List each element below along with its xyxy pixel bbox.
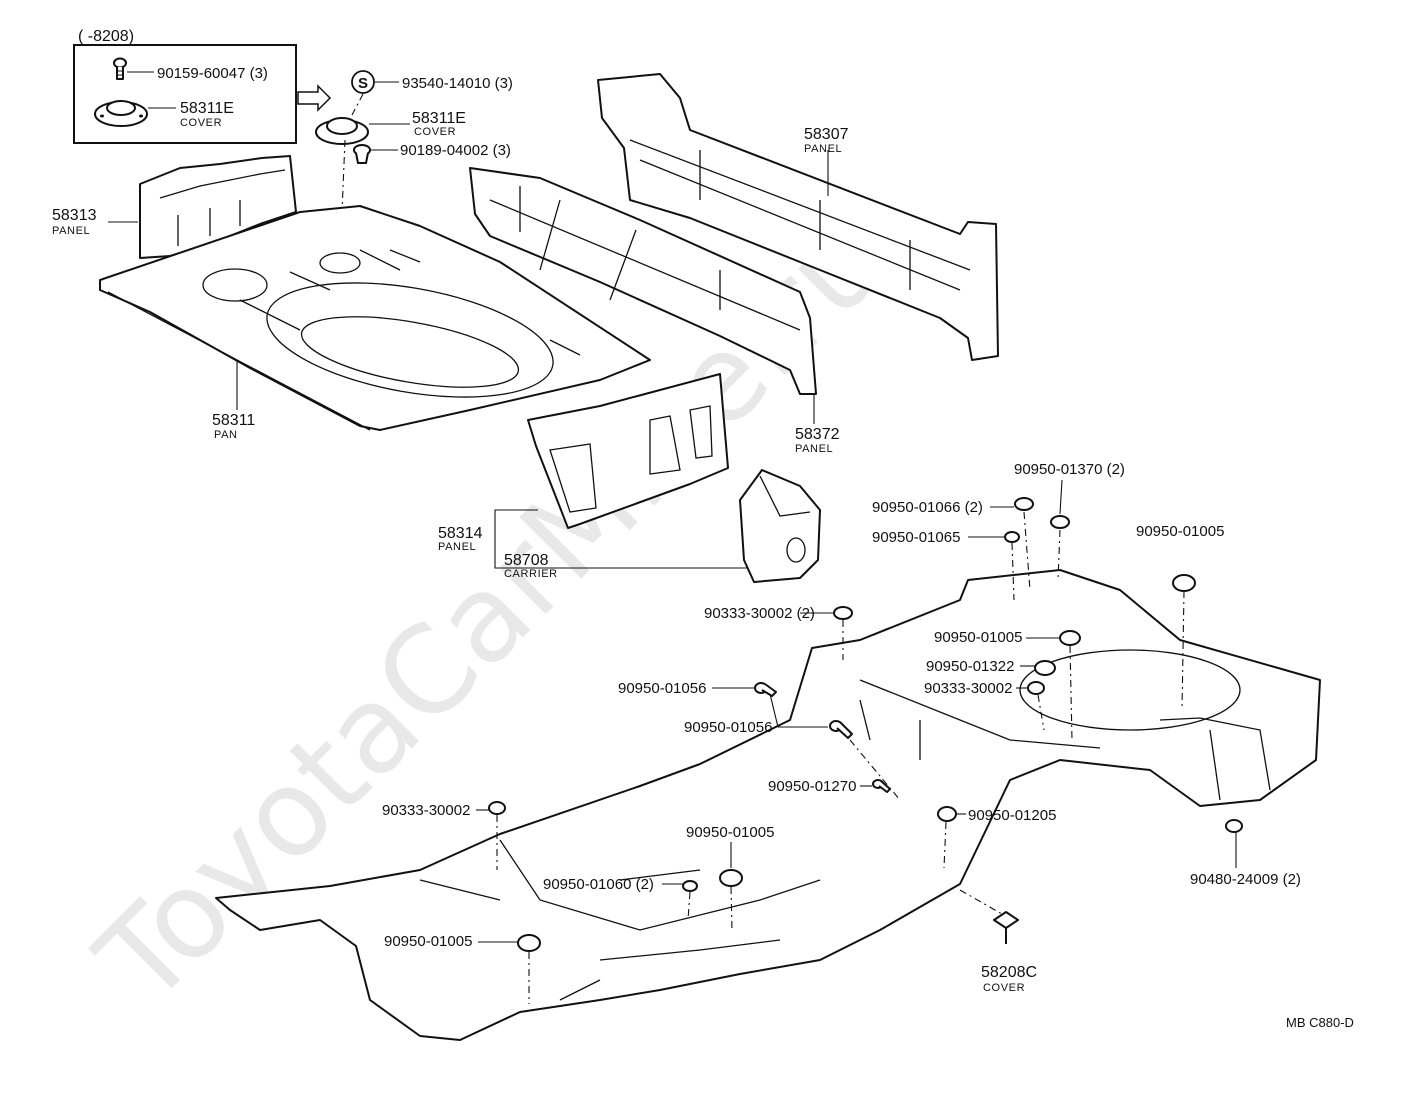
bolt-90950-01056-b-icon (829, 720, 853, 739)
inset-header: ( -8208) (78, 28, 134, 45)
label-58313: 58313 (52, 207, 97, 224)
label-93540-14010: 93540-14010 (3) (402, 75, 513, 92)
clip-90480-24009-icon (1225, 819, 1243, 833)
label-58314: 58314 (438, 525, 483, 542)
inset-box: ( -8208) 90159-60047 (3) 58311E COVER (73, 28, 297, 144)
label-90950-01005-d: 90950-01005 (384, 933, 472, 950)
label-58208c-name: COVER (983, 982, 1025, 994)
inset-arrow-icon (297, 84, 332, 112)
label-58372: 58372 (795, 426, 840, 443)
label-90333-30002-b: 90333-30002 (924, 680, 1012, 697)
label-58313-name: PANEL (52, 225, 90, 237)
inset-bolt-pn: 90159-60047 (3) (157, 65, 268, 82)
label-58307-name: PANEL (804, 143, 842, 155)
label-58311e: 58311E (412, 110, 466, 127)
figure-code: MB C880-D (1286, 1015, 1354, 1030)
plug-90950-01005-b-icon (1059, 630, 1081, 646)
inset-cover-name: COVER (180, 117, 222, 129)
plug-90333-30002-c-icon (488, 801, 506, 815)
label-58708-name: CARRIER (504, 568, 558, 580)
svg-text:S: S (358, 75, 368, 92)
plug-90950-01005-c-icon (719, 869, 743, 887)
label-90333-30002-a: 90333-30002 (2) (704, 605, 815, 622)
plug-90950-01322-icon (1034, 660, 1056, 676)
carrier-58708-shape (739, 469, 821, 583)
label-90950-01270: 90950-01270 (768, 778, 856, 795)
panel-58372-shape (469, 167, 817, 395)
grommet-90189-icon (353, 144, 371, 164)
label-58311-name: PAN (214, 429, 238, 441)
inset-cover-pn: 58311E (180, 100, 234, 117)
inset-cover-icon (94, 100, 148, 127)
plug-90950-01005-d-icon (517, 934, 541, 952)
plug-90950-01005-a-icon (1172, 574, 1196, 592)
cover-58208c-icon (993, 911, 1019, 944)
panel-58314-shape (527, 373, 729, 529)
label-58708: 58708 (504, 552, 549, 569)
label-58311e-name: COVER (414, 126, 456, 138)
label-90950-01005-c: 90950-01005 (686, 824, 774, 841)
bolt-90950-01270-icon (872, 779, 891, 793)
label-90333-30002-c: 90333-30002 (382, 802, 470, 819)
label-90950-01005-b: 90950-01005 (934, 629, 1022, 646)
plug-90950-01205-icon (937, 806, 957, 822)
plug-90333-30002-b-icon (1027, 681, 1045, 695)
label-58314-name: PANEL (438, 541, 476, 553)
label-90950-01005-a: 90950-01005 (1136, 523, 1224, 540)
plug-90950-01065-icon (1004, 531, 1020, 543)
label-90950-01066: 90950-01066 (2) (872, 499, 983, 516)
label-90950-01370: 90950-01370 (2) (1014, 461, 1125, 478)
label-90950-01056-b: 90950-01056 (684, 719, 772, 736)
plug-90333-30002-a-icon (833, 606, 853, 620)
label-58307: 58307 (804, 126, 849, 143)
label-90950-01322: 90950-01322 (926, 658, 1014, 675)
plug-90950-01060-icon (682, 880, 698, 892)
label-90950-01060: 90950-01060 (2) (543, 876, 654, 893)
label-90950-01065: 90950-01065 (872, 529, 960, 546)
plug-90950-01066-icon (1014, 497, 1034, 511)
pan-58311-shape (99, 205, 651, 431)
label-58208c: 58208C (981, 964, 1037, 981)
inset-bolt-icon (113, 57, 127, 80)
panel-58313-shape (139, 155, 297, 259)
bolt-90950-01056-a-icon (754, 682, 777, 697)
label-90480-24009: 90480-24009 (2) (1190, 871, 1301, 888)
panel-58307-shape (597, 73, 999, 361)
label-90950-01056-a: 90950-01056 (618, 680, 706, 697)
plug-90950-01370-icon (1050, 515, 1070, 529)
s-screw-icon: S (351, 70, 375, 94)
label-58372-name: PANEL (795, 443, 833, 455)
label-58311: 58311 (212, 412, 255, 429)
label-90189-04002: 90189-04002 (3) (400, 142, 511, 159)
label-90950-01205: 90950-01205 (968, 807, 1056, 824)
cover-58311e-icon (315, 117, 369, 145)
